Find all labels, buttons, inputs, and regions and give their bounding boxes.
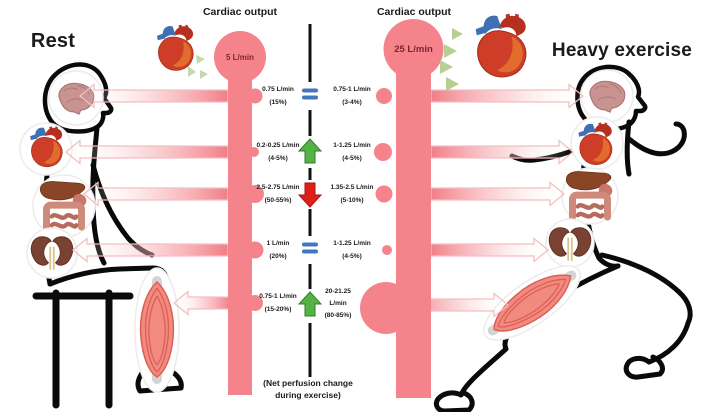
exercise-organs: [478, 69, 634, 348]
row-brain-exercise-flow: 0.75-1 L/min (3-4%): [326, 83, 378, 109]
exercise-value: 0.75-1 L/min: [333, 86, 371, 93]
rest-output-circle: [214, 31, 266, 83]
exercise-heart-icon: [475, 13, 527, 78]
row-kidney-rest-flow: 1 L/min (20%): [252, 237, 304, 263]
rest-pct: (15%): [269, 99, 287, 106]
rest-pct: (15-20%): [264, 306, 292, 313]
rest-value: 0.2-0.25 L/min: [256, 142, 300, 149]
rest-output-value: 5 L/min: [225, 53, 254, 62]
row-kidney-exercise-flow: 1-1.25 L/min (4-5%): [326, 237, 378, 263]
exercise-output-value: 25 L/min: [394, 44, 433, 55]
cardiac-output-label-exercise: Cardiac output: [376, 6, 452, 18]
row-muscle-rest-flow: 0.75-1 L/min (15-20%): [252, 290, 304, 316]
change-equal-brain: [302, 88, 318, 100]
exercise-pct: (5-10%): [340, 197, 364, 204]
exercise-title: Heavy exercise: [551, 40, 693, 61]
exercise-value: 1.35-2.5 L/min: [330, 184, 374, 191]
rest-value: 1 L/min: [266, 240, 290, 247]
flow-arrow-heart: [64, 139, 229, 165]
rest-pulse-triangles: [188, 55, 208, 79]
exercise-flow-arrows: [407, 83, 585, 318]
exercise-value: 1-1.25 L/min: [333, 142, 371, 149]
flow-arrow-liver: [430, 181, 566, 207]
change-decrease-liver: [297, 182, 323, 208]
rest-pct: (4-5%): [268, 155, 288, 162]
rest-output-column: [214, 31, 266, 395]
exercise-output-circle: [383, 19, 444, 79]
row-heart-exercise-flow: 1-1.25 L/min (4-5%): [326, 139, 378, 165]
rest-organs: [19, 70, 180, 393]
exercise-value: 1-1.25 L/min: [333, 240, 371, 247]
rest-title: Rest: [30, 30, 76, 52]
rest-heart-icon: [156, 24, 194, 71]
row-liver-rest-flow: 2.5-2.75 L/min (50-55%): [252, 181, 304, 207]
exercise-pulse-triangles: [440, 28, 463, 91]
change-increase-heart: [297, 138, 323, 164]
exercise-output-column: [360, 19, 444, 398]
cardiac-output-label-rest: Cardiac output: [202, 6, 278, 18]
row-heart-rest-flow: 0.2-0.25 L/min (4-5%): [252, 139, 304, 165]
exercise-pct: (4-5%): [342, 253, 362, 260]
row-muscle-exercise-flow: 20-21.25 L/min (80-85%): [318, 286, 358, 322]
exercise-pct: (80-85%): [324, 312, 352, 319]
row-liver-exercise-flow: 1.35-2.5 L/min (5-10%): [326, 181, 378, 207]
rest-pct: (20%): [269, 253, 287, 260]
flow-arrow-brain: [430, 83, 585, 109]
change-equal-kidney: [302, 242, 318, 254]
rest-pct: (50-55%): [264, 197, 292, 204]
change-increase-muscle: [297, 291, 323, 317]
rest-value: 0.75 L/min: [262, 86, 294, 93]
rest-value: 0.75-1 L/min: [259, 293, 297, 300]
muscle-flow-big-circle: [360, 282, 412, 334]
flow-arrow-kidney: [430, 237, 550, 263]
rest-value: 2.5-2.75 L/min: [256, 184, 300, 191]
exercise-value: 20-21.25 L/min: [325, 288, 351, 307]
flow-arrow-muscle: [172, 290, 231, 316]
exercise-pct: (4-5%): [342, 155, 362, 162]
exercise-pct: (3-4%): [342, 99, 362, 106]
stool: [32, 289, 134, 409]
footnote: (Net perfusion change during exercise): [263, 378, 353, 400]
row-brain-rest-flow: 0.75 L/min (15%): [252, 83, 304, 109]
flow-arrow-heart: [430, 139, 575, 165]
